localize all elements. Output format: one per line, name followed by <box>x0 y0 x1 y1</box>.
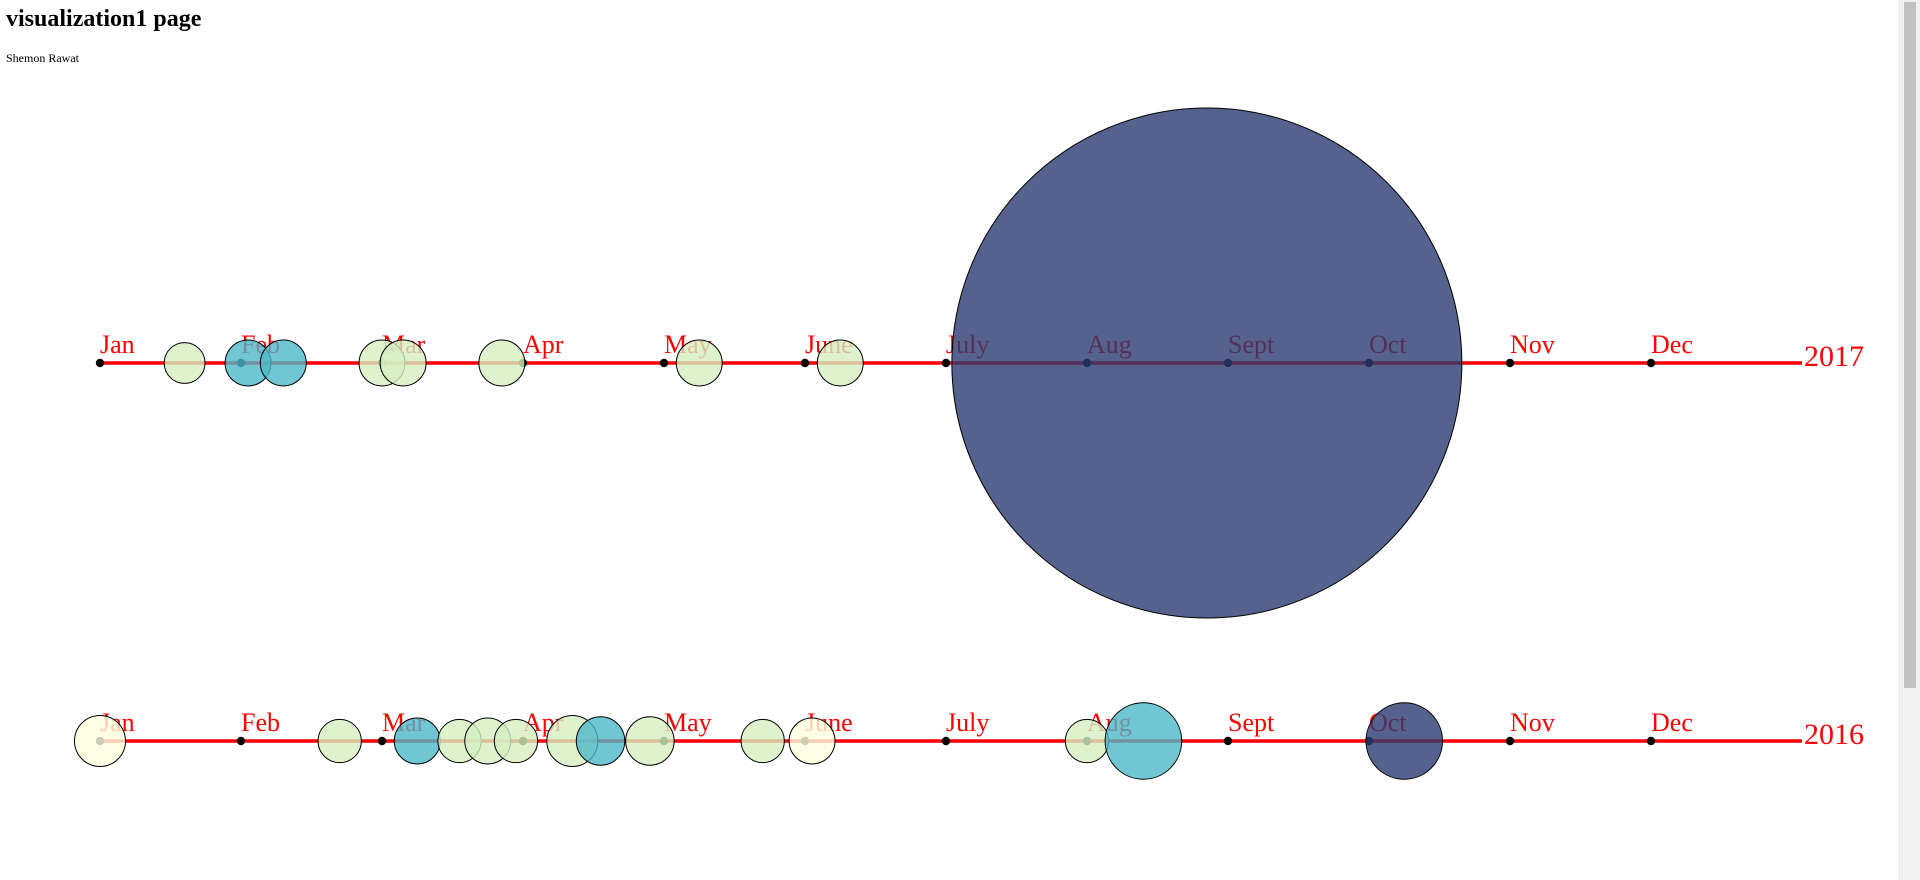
month-label-2017-dec: Dec <box>1651 330 1693 359</box>
bubble-2016-1 <box>74 715 126 767</box>
vertical-scrollbar[interactable] <box>1899 0 1920 880</box>
bubble-2017-1 <box>163 342 206 384</box>
bubble-2017-5 <box>379 339 427 387</box>
bubble-2017-8 <box>816 339 864 387</box>
bubble-2017-3 <box>259 339 307 387</box>
month-dot-2016-july <box>941 736 951 746</box>
page-title: visualization1 page <box>6 6 202 32</box>
month-label-2016-sept: Sept <box>1228 708 1275 737</box>
bubble-2016-10 <box>740 718 785 764</box>
scrollbar-thumb[interactable] <box>1904 2 1916 688</box>
bubble-2016-12 <box>1064 718 1110 764</box>
bubble-2016-11 <box>788 717 836 765</box>
month-label-2016-dec: Dec <box>1651 708 1693 737</box>
author-name: Shemon Rawat <box>6 51 79 65</box>
month-dot-2016-feb <box>236 736 246 746</box>
month-dot-2017-june <box>800 358 810 368</box>
bubble-2016-9 <box>625 716 675 766</box>
month-dot-2016-sept <box>1223 736 1233 746</box>
bubble-2016-8 <box>575 716 626 766</box>
bubble-2017-6 <box>478 339 526 387</box>
bubble-2016-6 <box>493 718 539 764</box>
month-label-2016-feb: Feb <box>241 708 280 737</box>
month-label-2017-jan: Jan <box>100 330 135 359</box>
month-dot-2016-mar <box>377 736 387 746</box>
year-label-2017: 2017 <box>1804 340 1864 373</box>
bubble-2016-2 <box>317 718 362 764</box>
month-dot-2016-dec <box>1646 736 1656 746</box>
month-dot-2017-july <box>941 358 951 368</box>
bubble-2016-14 <box>1365 702 1443 780</box>
bubble-2016-13 <box>1104 702 1183 780</box>
bubble-2016-3 <box>393 717 441 765</box>
bubble-2017-7 <box>675 339 723 387</box>
year-label-2016: 2016 <box>1804 718 1864 751</box>
month-dot-2017-jan <box>95 358 105 368</box>
month-dot-2017-may <box>659 358 669 368</box>
month-label-2017-nov: Nov <box>1510 330 1555 359</box>
month-label-2016-july: July <box>946 708 989 737</box>
month-dot-2017-dec <box>1646 358 1656 368</box>
month-dot-2017-nov <box>1505 358 1515 368</box>
month-label-2017-apr: Apr <box>523 330 564 359</box>
bubble-2017-9 <box>951 107 1463 619</box>
month-dot-2016-nov <box>1505 736 1515 746</box>
month-label-2016-nov: Nov <box>1510 708 1555 737</box>
